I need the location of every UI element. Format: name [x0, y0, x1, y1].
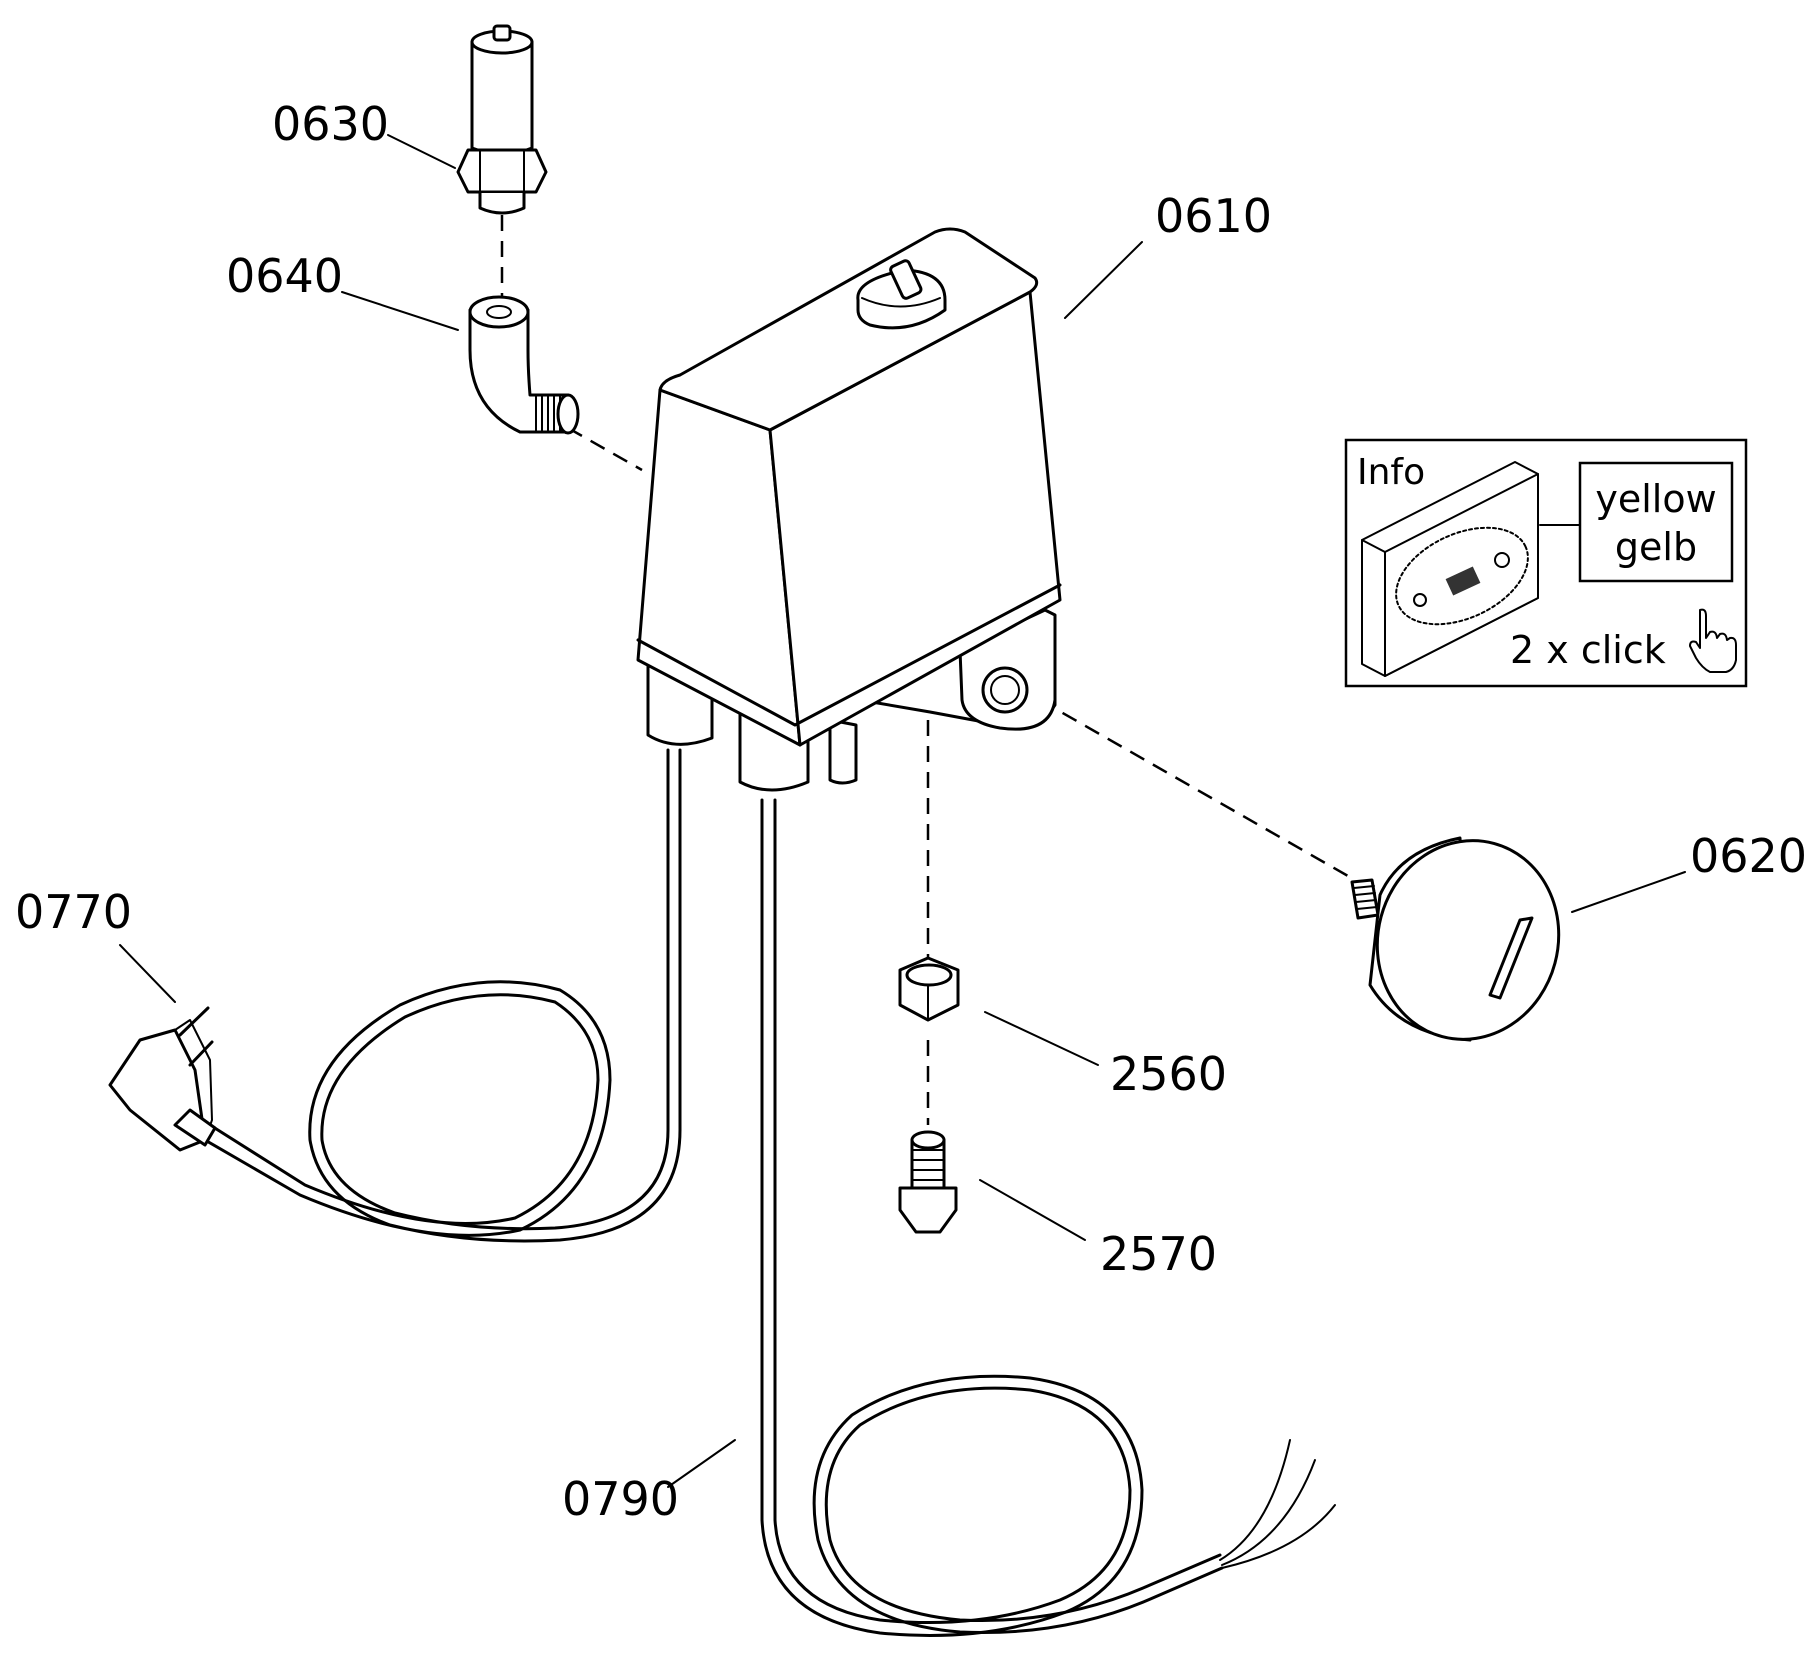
part-label-0790[interactable]: 0790 — [562, 1472, 679, 1526]
part-label-2560[interactable]: 2560 — [1110, 1047, 1227, 1101]
info-box-color-en: yellow — [1595, 477, 1716, 521]
info-box-color-de: gelb — [1615, 525, 1697, 569]
assembly-guide-lines — [500, 215, 1356, 1125]
part-label-0770[interactable]: 0770 — [15, 885, 132, 939]
leader-lines — [119, 134, 1686, 1488]
info-box-title: Info — [1357, 452, 1425, 493]
part-0630-valve[interactable] — [456, 24, 548, 215]
part-label-2570[interactable]: 2570 — [1100, 1227, 1217, 1281]
part-2560-hex-nut[interactable] — [898, 956, 960, 1022]
info-box[interactable]: Info yellow gelb 2 x click — [1344, 438, 1748, 688]
hand-pointer-icon — [1689, 608, 1737, 673]
part-0790-motor-cable[interactable] — [760, 798, 1336, 1637]
part-label-0610[interactable]: 0610 — [1155, 189, 1272, 243]
part-0620-pressure-gauge[interactable] — [1350, 820, 1581, 1060]
part-label-0630[interactable]: 0630 — [272, 97, 389, 151]
part-0770-power-cable[interactable] — [108, 748, 682, 1243]
part-number-labels: 0630 0640 0610 0620 0770 2560 2570 0790 — [15, 97, 1807, 1526]
part-0610-pressure-switch[interactable] — [636, 227, 1062, 792]
info-box-thumbnail-icon — [1361, 461, 1539, 677]
part-0640-elbow-fitting[interactable] — [468, 295, 580, 435]
info-box-color-tag — [1578, 461, 1734, 583]
part-label-0620[interactable]: 0620 — [1690, 829, 1807, 883]
info-box-action: 2 x click — [1510, 628, 1666, 672]
part-2570-hose-nipple[interactable] — [898, 1130, 958, 1234]
part-label-0640[interactable]: 0640 — [226, 249, 343, 303]
